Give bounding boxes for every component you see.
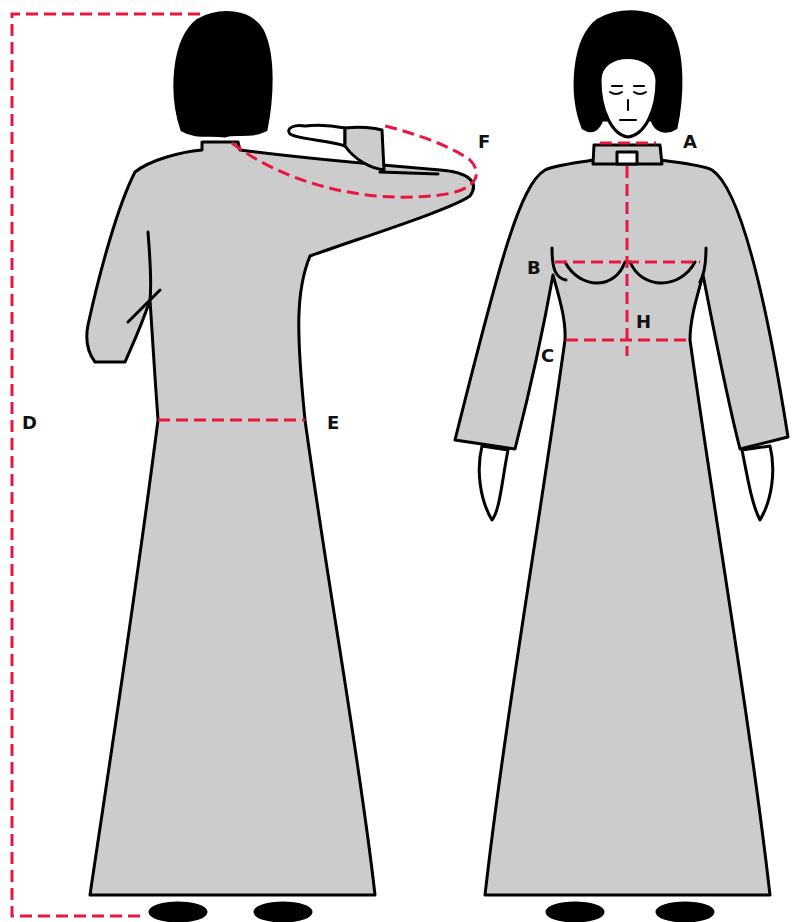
callout-letter: A	[683, 133, 697, 151]
raised-hand	[289, 125, 345, 146]
sleeve-line-f	[232, 126, 476, 197]
back-foot	[150, 903, 206, 921]
callout-letter: E	[327, 414, 339, 432]
callout-letter: H	[636, 313, 651, 331]
front-hand	[742, 446, 773, 520]
front-foot	[657, 903, 713, 921]
callout-letter: F	[478, 133, 490, 151]
neck-line-a	[600, 142, 656, 145]
hip-line-e	[158, 419, 305, 422]
callout-letter: D	[22, 414, 37, 432]
front-gown	[455, 160, 788, 895]
chest-line-b	[555, 261, 700, 264]
waist-line-c	[566, 339, 690, 342]
back-foot	[255, 903, 311, 921]
face-features	[610, 86, 646, 120]
elbow-line	[380, 172, 438, 174]
collar	[593, 145, 662, 164]
height-line-d	[12, 14, 200, 916]
back-sleeve-line	[128, 232, 160, 322]
callout-letter: C	[541, 347, 554, 365]
back-hair	[175, 13, 271, 136]
front-hand	[479, 446, 508, 520]
back-gown	[87, 142, 474, 895]
collar-tab	[617, 152, 637, 164]
bust-lines	[552, 248, 706, 283]
face	[600, 58, 657, 138]
callout-letter: B	[527, 259, 541, 277]
raised-cuff	[345, 127, 384, 170]
front-foot	[547, 903, 603, 921]
